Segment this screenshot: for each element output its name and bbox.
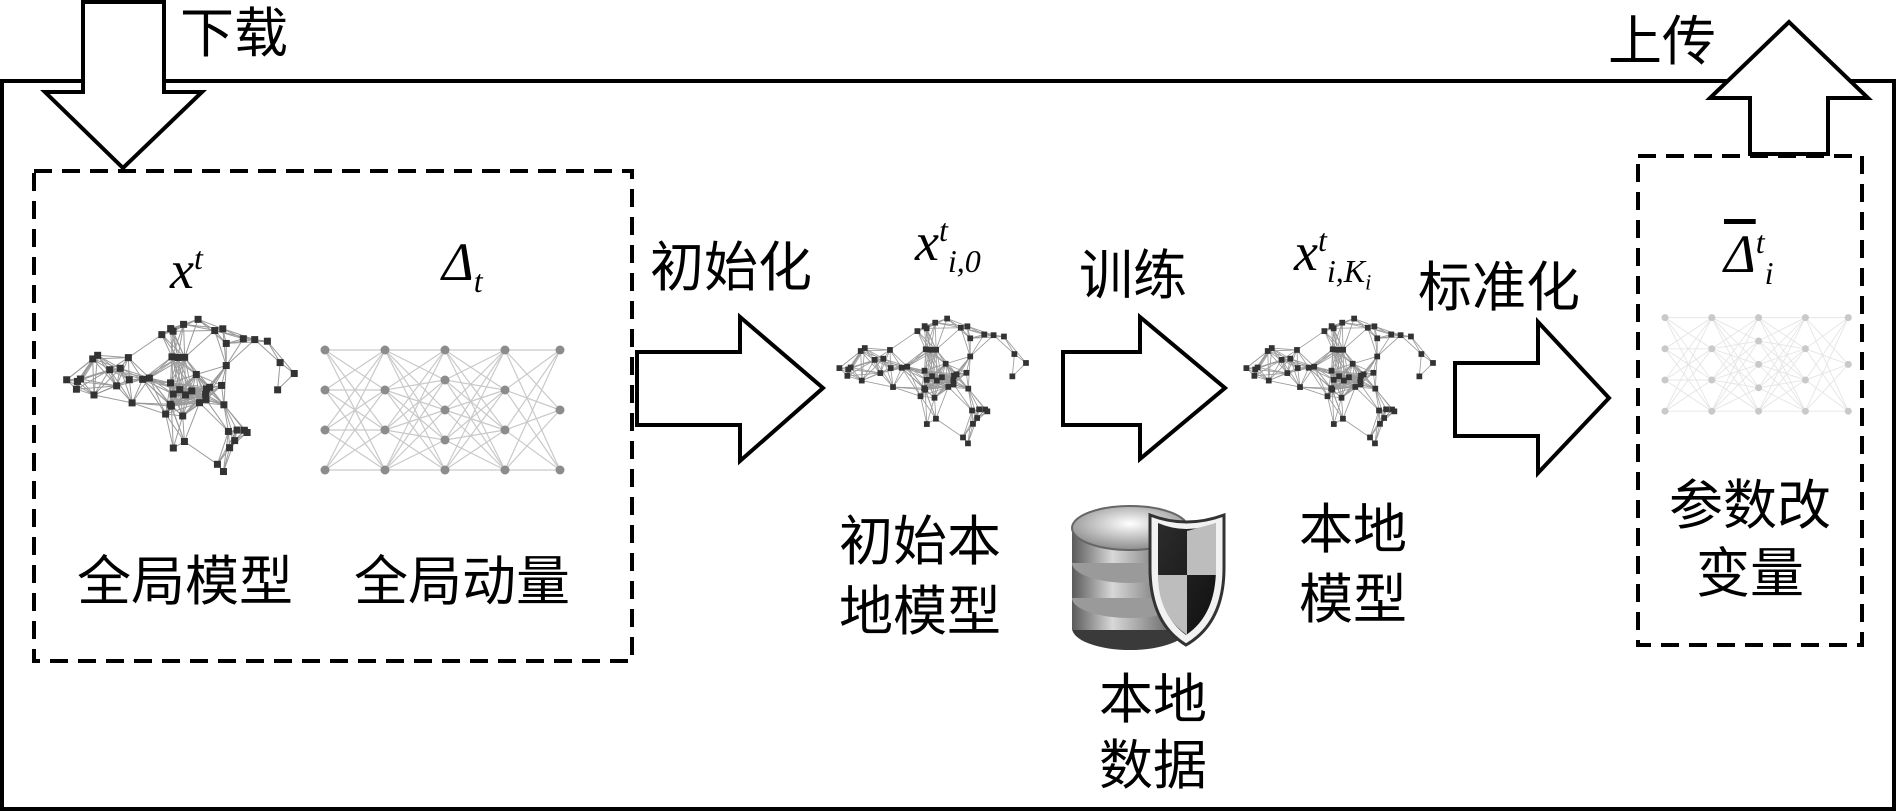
brain-network-icon	[1243, 315, 1436, 447]
initial-local-label-2: 地模型	[839, 580, 1001, 643]
brain-network-icon	[63, 315, 298, 476]
arrow-right-icon	[1453, 316, 1612, 479]
arrow-down-icon	[40, 0, 207, 171]
global-model-label: 全局模型	[77, 550, 293, 613]
database-shield-icon	[1071, 505, 1226, 650]
local-data-label-1: 本地	[1099, 668, 1207, 731]
initial-local-label-1: 初始本	[839, 510, 1001, 573]
arrow-right-icon	[635, 312, 827, 466]
arrow-right-icon	[1061, 312, 1229, 464]
train-step-label: 训练	[1079, 244, 1187, 307]
download-label: 下载	[180, 2, 288, 65]
local-model-symbol: xti,Ki	[1294, 222, 1372, 295]
global-momentum-label: 全局动量	[354, 550, 570, 613]
init-step-label: 初始化	[650, 236, 812, 299]
local-model-label-2: 模型	[1299, 568, 1407, 631]
initial-local-symbol: xti,0	[915, 212, 981, 279]
param-change-box	[1636, 154, 1864, 647]
normalize-step-label: 标准化	[1418, 256, 1580, 319]
param-change-symbol: Δti	[1724, 224, 1774, 291]
local-data-label-2: 数据	[1099, 734, 1207, 797]
global-model-symbol: xt	[170, 240, 203, 300]
global-momentum-symbol: Δt	[442, 232, 483, 299]
brain-network-icon	[836, 315, 1029, 447]
arrow-up-icon	[1705, 19, 1873, 156]
global-box	[32, 169, 634, 663]
upload-label: 上传	[1608, 10, 1716, 73]
param-change-label-1: 参数改	[1669, 474, 1831, 537]
param-change-label-2: 变量	[1696, 542, 1804, 605]
local-model-label-1: 本地	[1299, 498, 1407, 561]
neural-net-icon	[320, 345, 565, 475]
neural-net-icon	[1661, 314, 1852, 415]
outer-frame	[0, 79, 1896, 811]
